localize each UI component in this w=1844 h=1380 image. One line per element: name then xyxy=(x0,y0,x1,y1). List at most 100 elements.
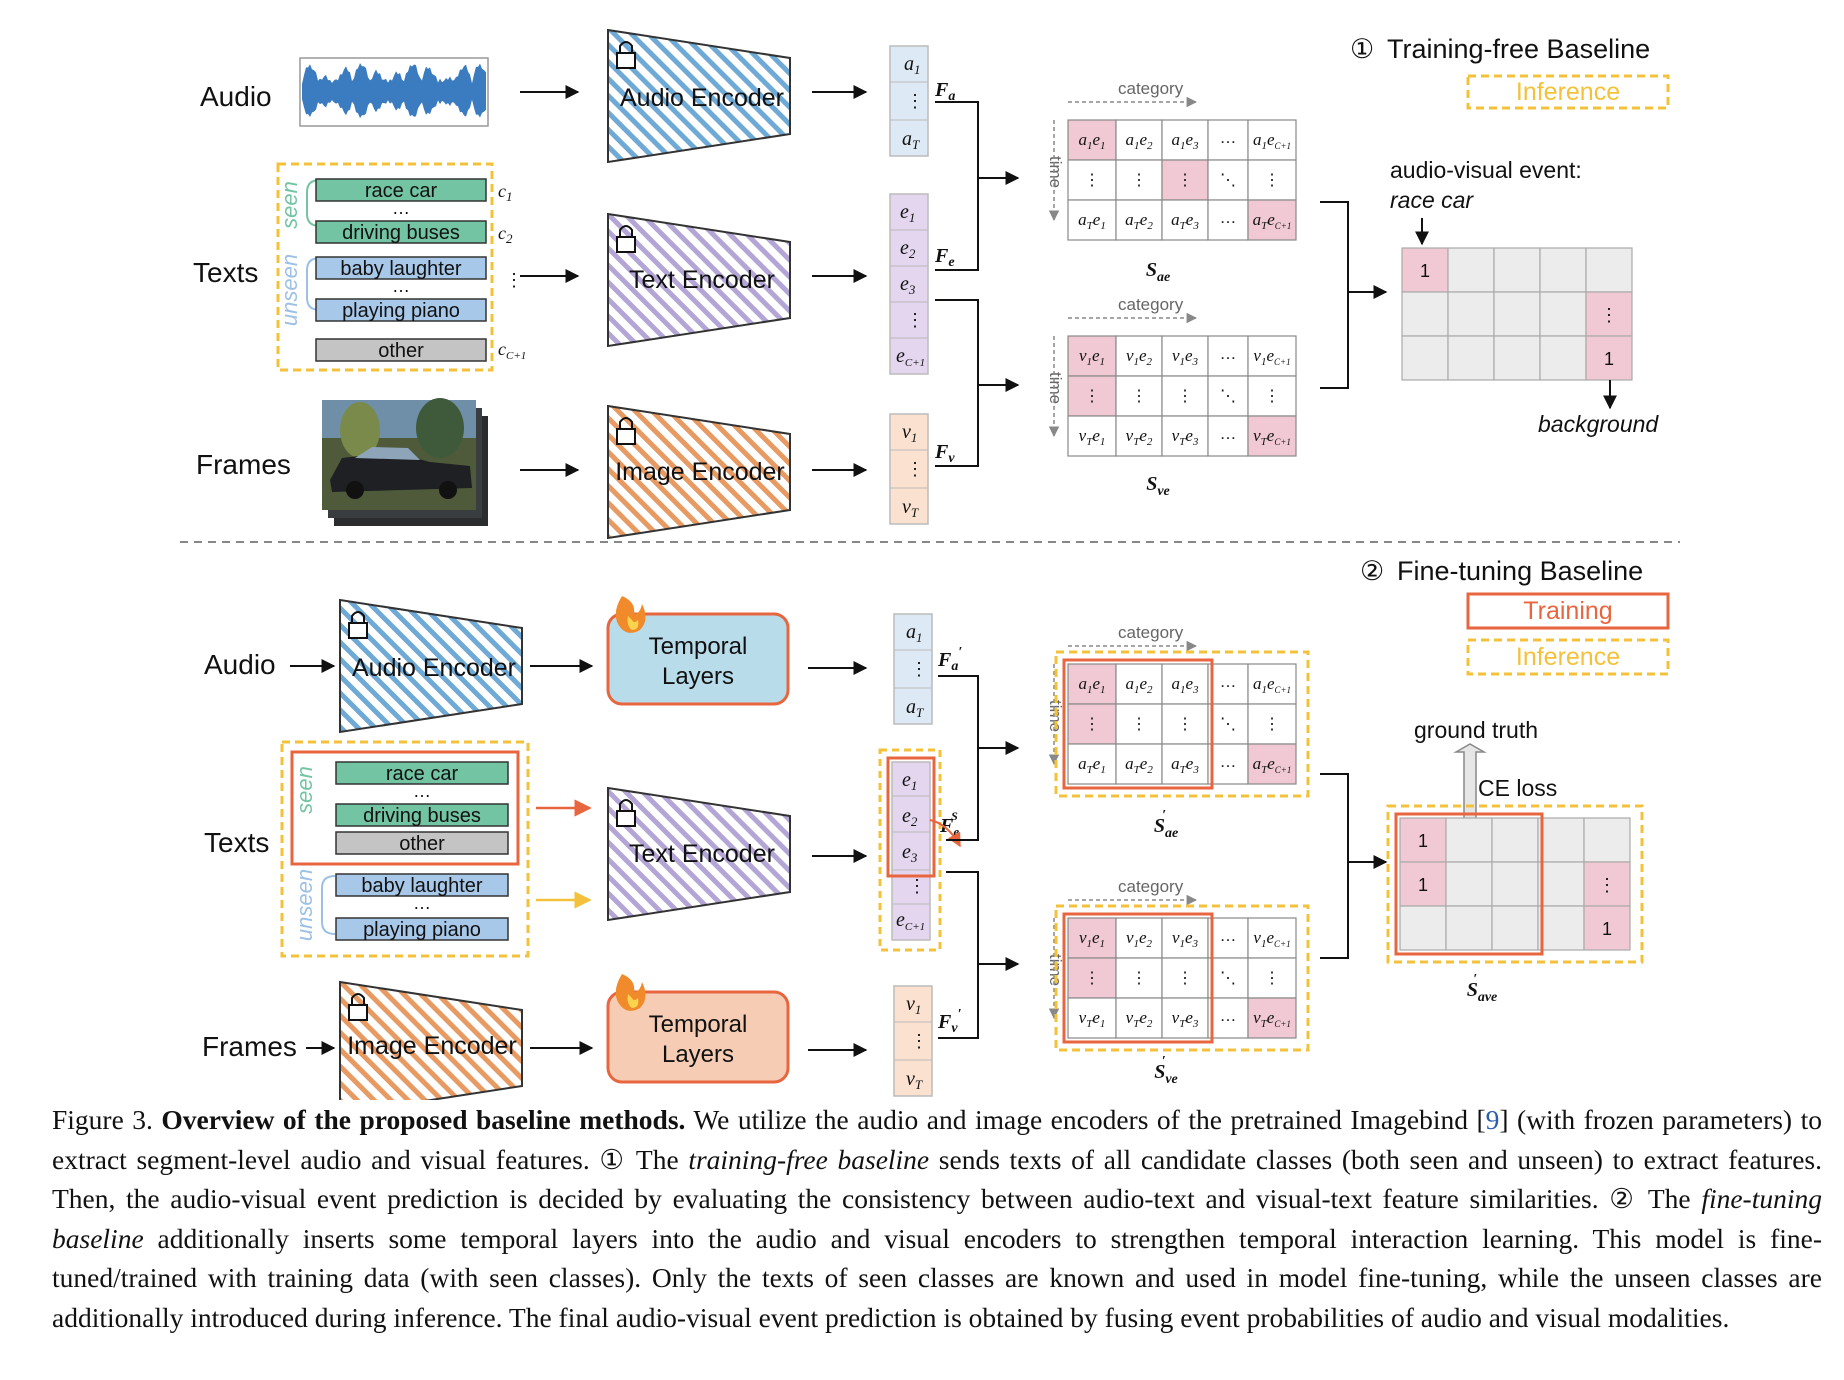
matrix-cell-dots: ⋱ xyxy=(1220,970,1236,987)
svg-text:eC+1: eC+1 xyxy=(896,345,925,369)
matrix-cell xyxy=(1067,415,1117,457)
class-baby-laughter-1: baby laughter xyxy=(340,258,462,280)
audio-feature-column-2: a1 ⋮ aT xyxy=(893,613,933,725)
texts-label-1: Texts xyxy=(193,257,258,288)
training-box xyxy=(1394,812,1544,956)
svg-text:e3: e3 xyxy=(900,273,916,297)
ground-truth-label: ground truth xyxy=(1414,717,1538,743)
Sae-label: Sae xyxy=(1146,259,1170,285)
matrix-cell xyxy=(1067,159,1117,201)
matrix-cell-label: aTe3 xyxy=(1171,754,1199,776)
matrix-cell xyxy=(1115,703,1163,745)
matrix-cell xyxy=(1161,415,1209,457)
visual-feature-column-1: v1 ⋮ vT xyxy=(889,413,929,525)
svg-text:vT: vT xyxy=(902,496,919,520)
result-cell xyxy=(1399,905,1447,951)
training-box xyxy=(1062,658,1214,790)
result-cell xyxy=(1399,861,1447,907)
matrix-cell xyxy=(1247,663,1297,705)
figure-diagram: ① Training-free Baseline Inference Audio… xyxy=(180,28,1680,1100)
matrix-cell xyxy=(1161,119,1209,161)
matrix-cell xyxy=(1247,957,1297,999)
svg-text:⋮: ⋮ xyxy=(908,876,926,896)
result-cell xyxy=(1401,291,1449,337)
inference-box xyxy=(1054,650,1310,798)
class-driving-buses-1: driving buses xyxy=(342,222,460,244)
class-race-car-1: race car xyxy=(365,180,438,202)
Fa-prime-label: Fa′ xyxy=(937,645,962,674)
matrix-cell xyxy=(1115,415,1163,457)
matrix-cell-label: a1e1 xyxy=(1078,674,1105,696)
background-label: background xyxy=(1538,411,1659,437)
class-list-1: seen unseen race car … driving buses bab… xyxy=(276,162,526,372)
inference-box xyxy=(1054,904,1310,1052)
matrix-cell xyxy=(1115,119,1163,161)
result-cell xyxy=(1537,817,1585,863)
matrix-cell xyxy=(1247,375,1297,417)
matrix-cell xyxy=(1067,375,1117,417)
matrix-cell xyxy=(1247,917,1297,959)
event-prediction-grid-1: 1⋮1 xyxy=(1401,247,1633,381)
result-cell xyxy=(1447,335,1495,381)
svg-text:⋮: ⋮ xyxy=(906,310,924,330)
matrix-cell-label: a1e3 xyxy=(1171,674,1199,696)
matrix-cell xyxy=(1161,199,1209,241)
matrix-cell xyxy=(1207,957,1249,999)
svg-text:…: … xyxy=(413,781,431,801)
section2-header: ② Fine-tuning Baseline Training Inferenc… xyxy=(1360,556,1670,676)
text-encoder-1: Text Encoder xyxy=(607,212,791,348)
matrix-cell xyxy=(1067,703,1117,745)
category-label: category xyxy=(1118,295,1184,314)
fire-icon xyxy=(615,596,646,633)
Sve-label: Sve xyxy=(1146,473,1170,499)
section2-title: Fine-tuning Baseline xyxy=(1397,556,1643,586)
event-title: audio-visual event: xyxy=(1390,157,1582,183)
matrix-cell xyxy=(1207,917,1249,959)
Fa-label: Fa xyxy=(934,79,955,104)
matrix-cell-label: v1e1 xyxy=(1079,346,1105,368)
svg-text:vT: vT xyxy=(906,1068,923,1092)
matrix-cell-dots: ⋮ xyxy=(1084,716,1100,733)
class-other-1: other xyxy=(378,340,424,362)
svg-text:Image Encoder: Image Encoder xyxy=(347,1032,517,1060)
unseen-label-1: unseen xyxy=(277,254,302,326)
matrix-cell-dots: ⋮ xyxy=(1084,388,1100,405)
category-label: category xyxy=(1118,79,1184,98)
svg-text:⋮: ⋮ xyxy=(505,270,523,290)
result-cell-value: ⋮ xyxy=(1598,875,1616,895)
caption-text-2: ] (with frozen parameters) to extract se… xyxy=(52,1104,1822,1175)
svg-text:a1: a1 xyxy=(904,53,921,77)
svg-text:e2: e2 xyxy=(900,237,916,261)
result-cell xyxy=(1447,247,1495,293)
matrix-cell xyxy=(1115,743,1163,785)
matrix-cell-dots: ⋮ xyxy=(1264,172,1280,189)
training-legend-box xyxy=(1466,592,1670,630)
matrix-cell-label: a1e2 xyxy=(1125,674,1153,696)
matrix-cell-label: aTe3 xyxy=(1171,210,1199,232)
svg-text:e1: e1 xyxy=(900,201,915,225)
Sae-prime-label: Sae′ xyxy=(1154,808,1178,841)
Fv-label: Fv xyxy=(934,441,955,466)
seen-label-2: seen xyxy=(292,766,317,814)
Save-prime-label: Save′ xyxy=(1467,972,1498,1005)
svg-text:c1: c1 xyxy=(498,181,513,204)
caption-text-4: additionally inserts some temporal layer… xyxy=(52,1222,1822,1333)
section1-marker: ① xyxy=(1350,34,1374,64)
matrix-cell-label: v1e2 xyxy=(1126,346,1153,368)
result-cell xyxy=(1445,905,1493,951)
matrix-cell xyxy=(1247,743,1297,785)
svg-text:…: … xyxy=(392,198,410,218)
figure-caption: Figure 3. Overview of the proposed basel… xyxy=(52,1100,1822,1337)
matrix-cell-dots: … xyxy=(1220,674,1236,691)
result-cell-value: 1 xyxy=(1604,349,1614,369)
svg-text:driving buses: driving buses xyxy=(363,805,481,827)
class-list-2: seen unseen race car … driving buses oth… xyxy=(280,740,530,958)
ce-loss-label: CE loss xyxy=(1478,775,1557,801)
result-cell xyxy=(1585,247,1633,293)
result-cell xyxy=(1445,861,1493,907)
image-encoder-2: Image Encoder xyxy=(339,980,523,1100)
text-encoder-2: Text Encoder xyxy=(607,786,791,922)
temporal-layers-visual: Temporal Layers xyxy=(606,974,790,1084)
caption-ref-link[interactable]: 9 xyxy=(1485,1104,1500,1135)
result-cell-value: ⋮ xyxy=(1600,305,1618,325)
